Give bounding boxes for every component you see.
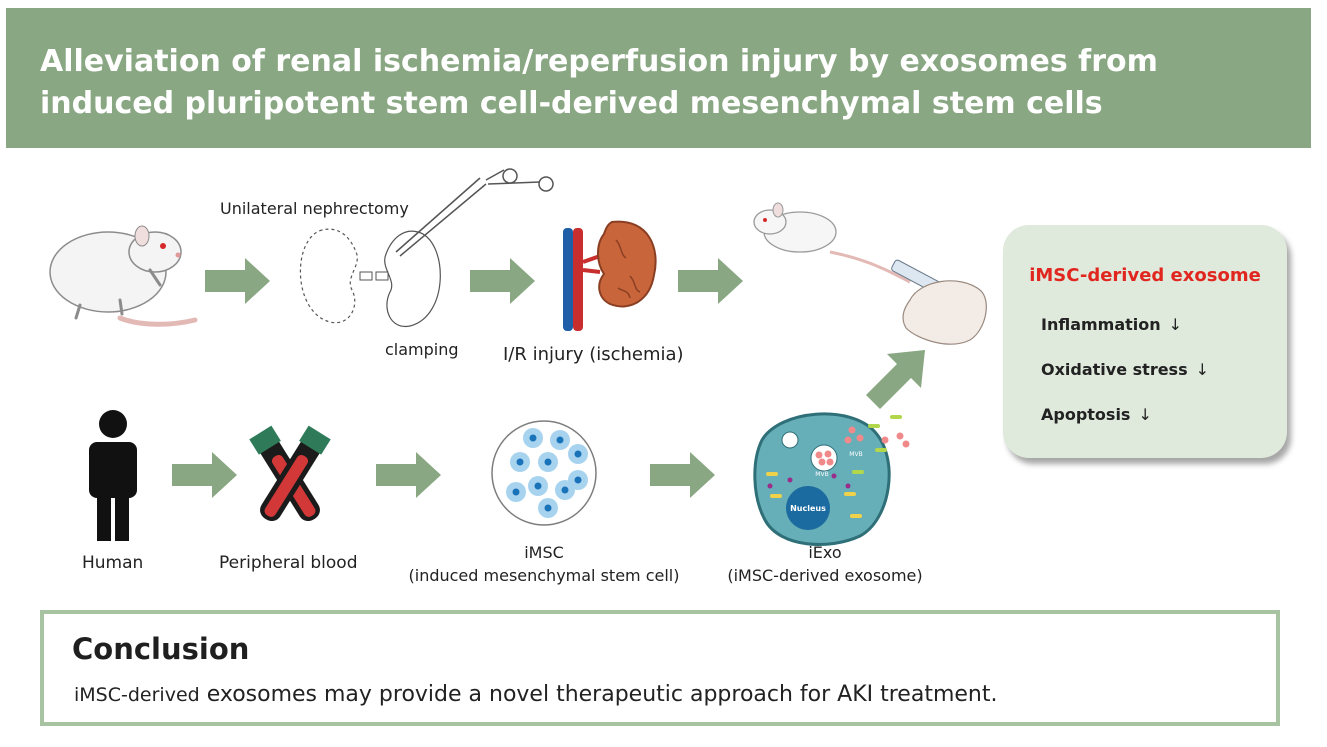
page-title: Alleviation of renal ischemia/reperfusio…: [40, 44, 1158, 121]
down-arrow-icon: ↓: [1138, 405, 1152, 424]
exosome-cell-icon: MVB MVB Nucleus: [753, 412, 910, 546]
injury-label: I/R injury (ischemia): [503, 344, 684, 365]
blood-label: Peripheral blood: [219, 553, 358, 573]
conclusion-box: Conclusion iMSC-derived exosomes may pro…: [40, 610, 1280, 726]
mvb-label: MVB: [815, 471, 828, 478]
result-item-inflammation: Inflammation ↓: [1041, 315, 1182, 334]
kidney-vessel-icon: [563, 220, 657, 331]
mvb-label-2: MVB: [849, 451, 862, 458]
result-item-apoptosis: Apoptosis ↓: [1041, 405, 1152, 424]
nephrectomy-label: Unilateral nephrectomy: [220, 199, 409, 218]
clamping-label: clamping: [385, 340, 459, 359]
arrow-icon: [172, 452, 237, 498]
imsc-label: iMSC: [524, 543, 564, 562]
arrow-icon: [470, 258, 535, 304]
conclusion-rest: exosomes may provide a novel therapeutic…: [199, 682, 998, 707]
kidney-clamp-icon: [299, 168, 554, 327]
nucleus-label: Nucleus: [790, 504, 826, 513]
arrow-icon: [650, 452, 715, 498]
result-item-label: Oxidative stress: [1041, 360, 1188, 379]
iexo-sublabel: (iMSC-derived exosome): [727, 566, 923, 585]
arrow-icon: [678, 258, 743, 304]
result-item-label: Apoptosis: [1041, 405, 1131, 424]
cell-dish-icon: [491, 420, 597, 526]
arrow-icon: [205, 258, 270, 304]
iexo-label: iExo: [808, 543, 842, 562]
result-title: iMSC-derived exosome: [1029, 265, 1261, 286]
down-arrow-icon: ↓: [1195, 360, 1210, 379]
human-icon: [89, 410, 137, 541]
arrow-icon: [376, 452, 441, 498]
result-box: iMSC-derived exosome Inflammation ↓ Oxida…: [1003, 225, 1287, 458]
conclusion-heading: Conclusion: [72, 632, 250, 666]
arrow-icon: [866, 350, 925, 409]
result-item-oxidative-stress: Oxidative stress ↓: [1041, 360, 1209, 379]
blood-tube-icon: [249, 425, 331, 522]
mouse-injection-icon: [753, 202, 987, 345]
conclusion-text: iMSC-derived exosomes may provide a nove…: [74, 682, 997, 707]
title-banner: Alleviation of renal ischemia/reperfusio…: [6, 8, 1311, 148]
result-item-label: Inflammation: [1041, 315, 1161, 334]
down-arrow-icon: ↓: [1168, 315, 1183, 334]
imsc-sublabel: (induced mesenchymal stem cell): [408, 566, 680, 585]
rat-icon: [49, 225, 198, 327]
conclusion-prefix: iMSC-derived: [74, 684, 200, 706]
human-label: Human: [82, 553, 144, 573]
